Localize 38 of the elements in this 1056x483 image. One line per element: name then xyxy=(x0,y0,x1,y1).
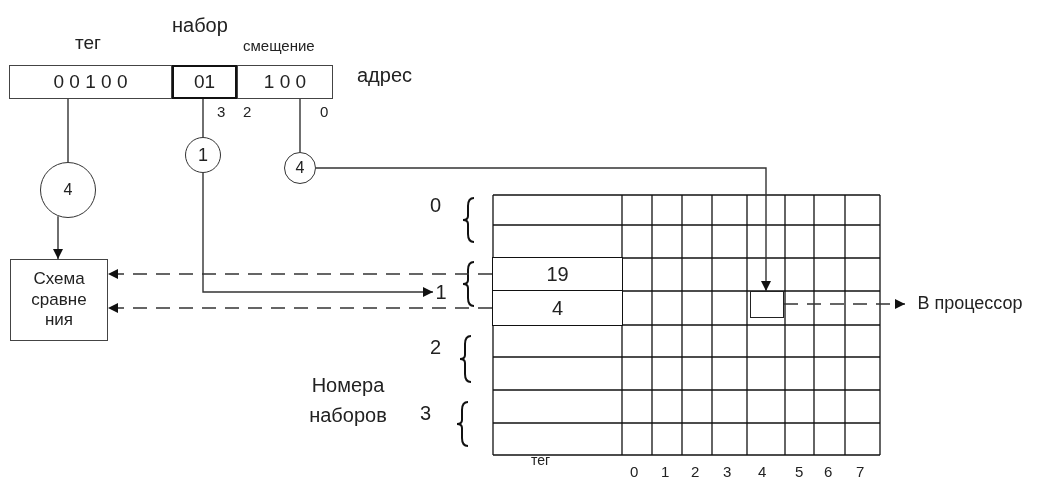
selected-cell xyxy=(750,291,784,318)
bit-number: 2 xyxy=(243,104,252,121)
output-label: В процессор xyxy=(905,290,1035,316)
arrow xyxy=(783,299,906,309)
bit-number: 0 xyxy=(320,104,329,121)
field-label: смещение xyxy=(243,38,315,55)
address-field: 1 0 0 xyxy=(237,65,333,99)
callout-circle: 4 xyxy=(284,152,316,184)
arrow xyxy=(315,167,771,292)
set-number: 1 xyxy=(433,281,449,303)
column-number: 2 xyxy=(691,464,700,481)
tag-cell: 4 xyxy=(492,290,623,326)
address-caption: адрес xyxy=(357,64,413,86)
field-label: набор xyxy=(172,14,228,36)
bit-number: 3 xyxy=(217,104,226,121)
comparator-box: Схема сравне ния xyxy=(10,259,108,341)
column-number: 6 xyxy=(824,464,833,481)
tag-cell: 19 xyxy=(492,257,623,292)
set-number: 3 xyxy=(420,402,432,424)
column-number: 4 xyxy=(758,464,767,481)
column-number: 5 xyxy=(795,464,804,481)
arrow xyxy=(107,269,493,279)
column-number: 0 xyxy=(630,464,639,481)
set-number: 0 xyxy=(430,194,442,216)
arrow xyxy=(53,215,63,260)
set-number: 2 xyxy=(430,336,442,358)
column-number: 1 xyxy=(661,464,670,481)
column-number: 7 xyxy=(856,464,865,481)
arrow xyxy=(202,172,434,297)
callout-circle: 1 xyxy=(185,137,221,173)
address-field: 01 xyxy=(172,65,237,99)
address-field: 0 0 1 0 0 xyxy=(9,65,172,99)
column-caption: тег xyxy=(531,453,551,469)
arrow xyxy=(107,303,493,313)
column-number: 3 xyxy=(723,464,732,481)
callout-circle: 4 xyxy=(40,162,96,218)
axis-caption: Номера наборов xyxy=(308,373,388,428)
field-label: тег xyxy=(75,33,101,54)
